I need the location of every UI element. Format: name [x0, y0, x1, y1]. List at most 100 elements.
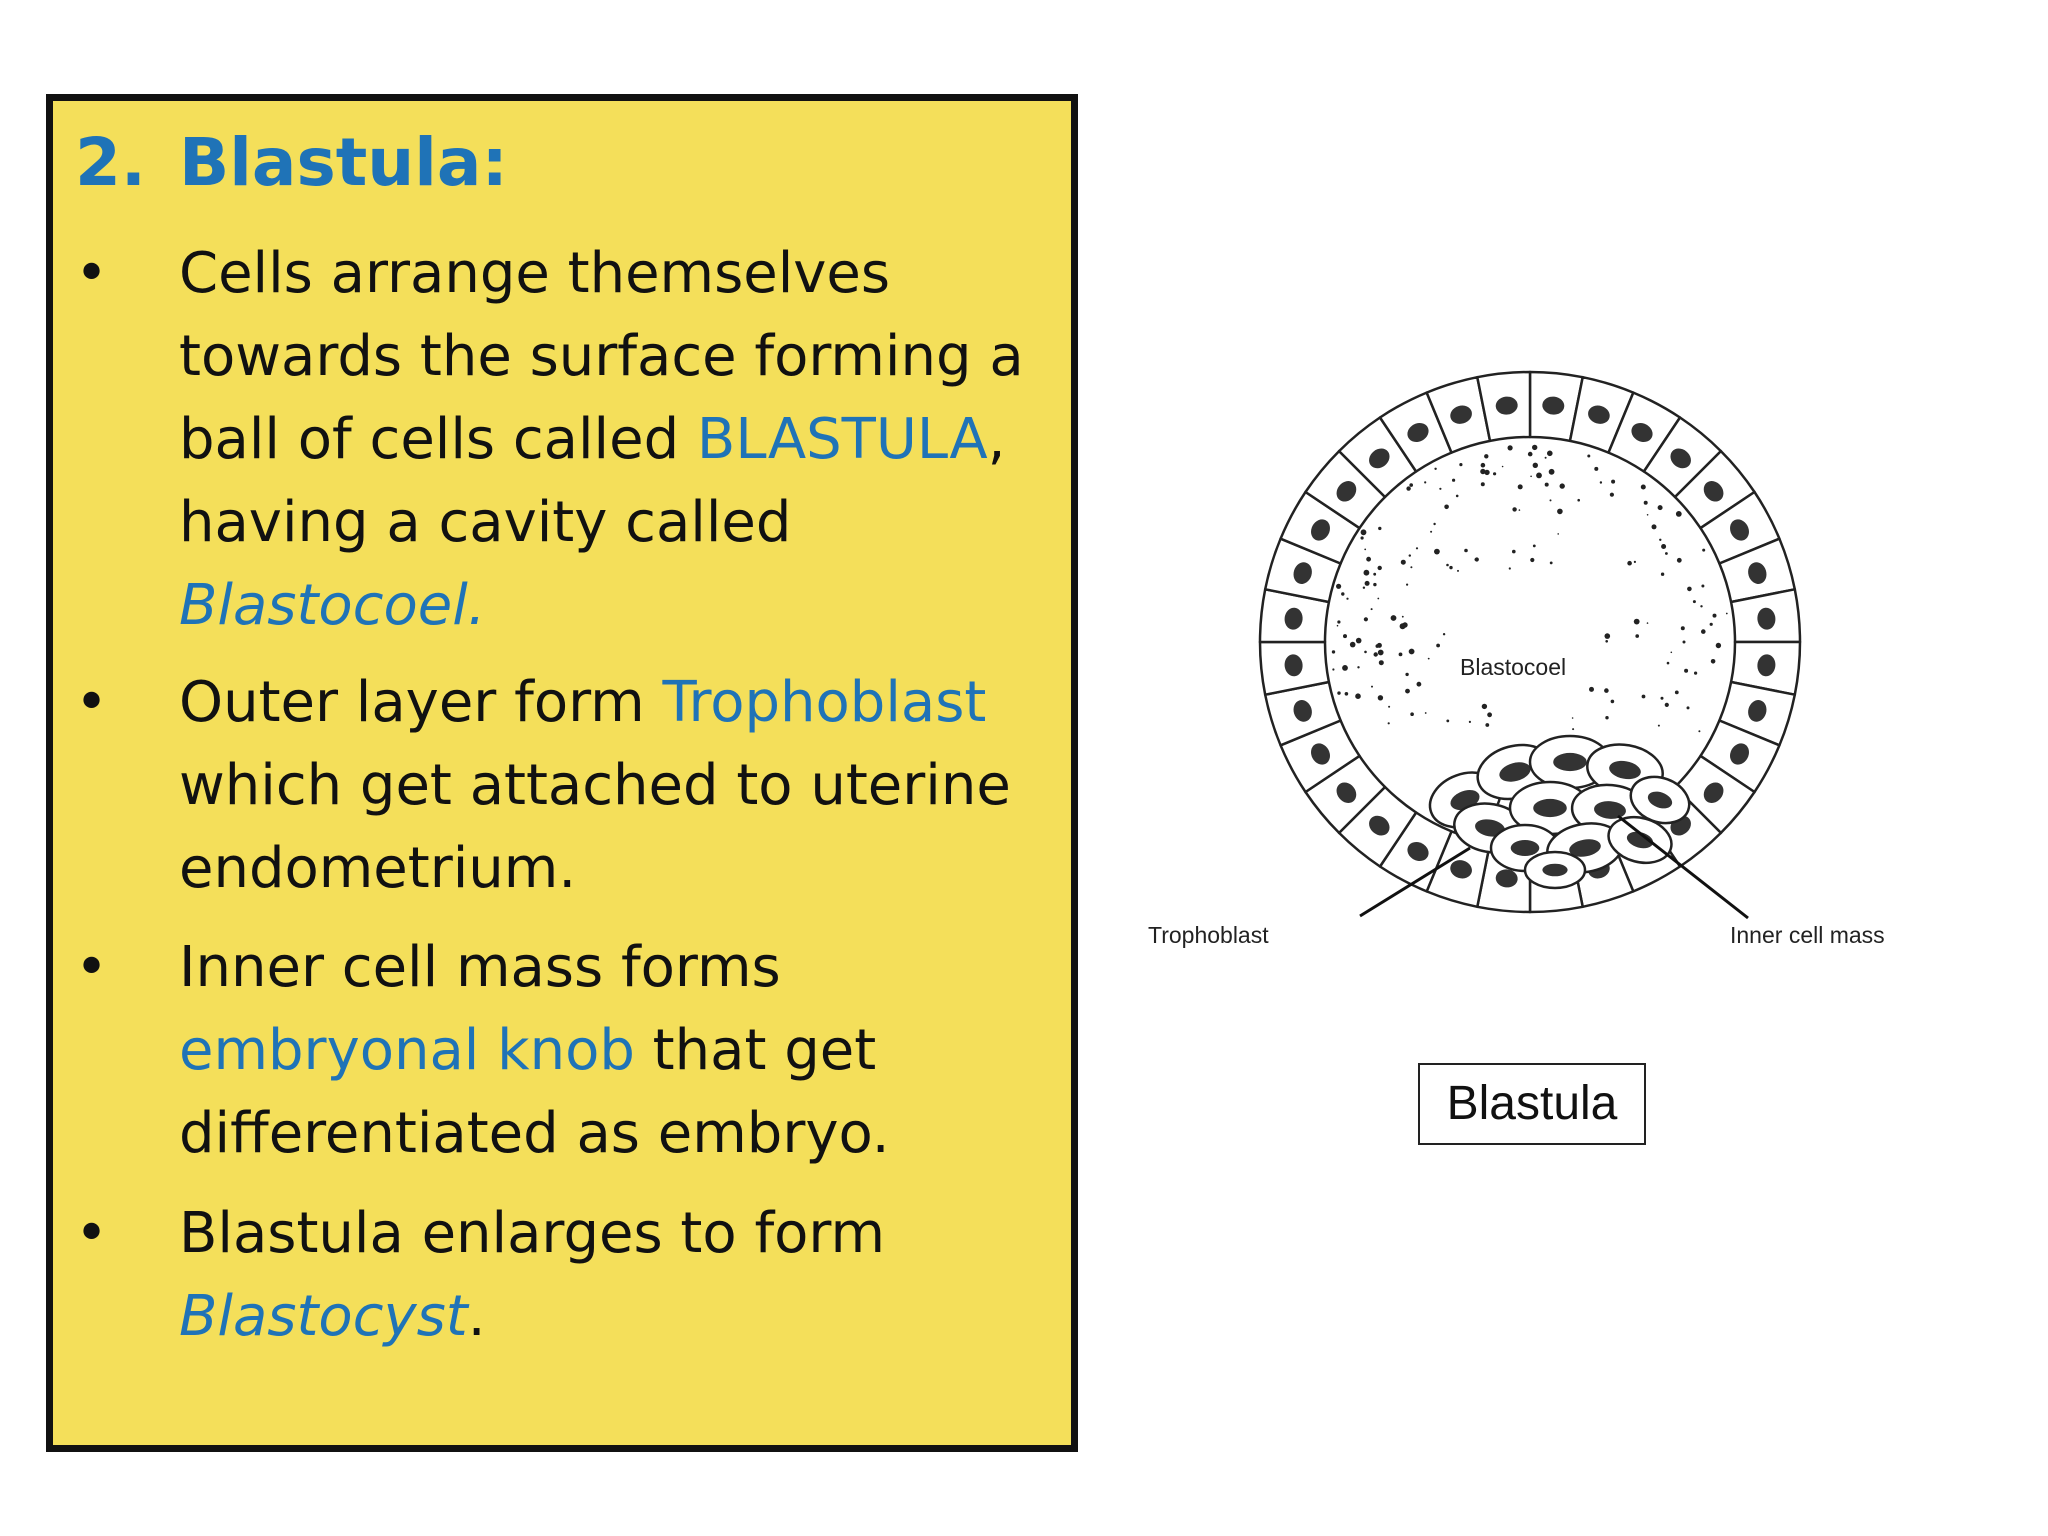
text-run: which get attached to uterine endometriu…: [179, 753, 1011, 901]
blastula-illustration: [1258, 370, 1802, 920]
granule-dot: [1337, 620, 1341, 624]
granule-dot: [1604, 633, 1611, 639]
granule-dot: [1701, 629, 1706, 634]
granule-dot: [1676, 557, 1682, 563]
heading-number: 2.: [75, 124, 146, 201]
granule-dot: [1434, 549, 1438, 553]
cell-nucleus: [1293, 562, 1312, 584]
heading-title: Blastula:: [179, 124, 508, 201]
granule-dot: [1527, 451, 1533, 457]
granule-dot: [1442, 633, 1446, 636]
granule-dot: [1675, 511, 1682, 517]
granule-dot: [1378, 526, 1382, 531]
granule-dot: [1725, 612, 1728, 615]
granule-dot: [1682, 640, 1686, 644]
blastocoel-label: Blastocoel: [1460, 654, 1567, 680]
granule-dot: [1643, 500, 1648, 505]
slide-heading: 2. Blastula:: [75, 123, 508, 202]
granule-dot: [1661, 544, 1667, 549]
granule-dot: [1507, 445, 1513, 451]
granule-dot: [1536, 472, 1542, 479]
granule-dot: [1571, 717, 1574, 719]
granule-dot: [1371, 685, 1373, 688]
granule-dot: [1400, 559, 1406, 565]
granule-dot: [1547, 450, 1553, 457]
cell-nucleus: [1703, 481, 1724, 502]
granule-dot: [1572, 728, 1575, 731]
cell-nucleus: [1542, 396, 1565, 415]
granule-dot: [1457, 569, 1459, 572]
granule-dot: [1480, 462, 1486, 468]
granule-dot: [1416, 681, 1422, 687]
granule-dot: [1459, 463, 1463, 467]
granule-dot: [1377, 695, 1384, 701]
inner-cell-mass-pointer-line: [1617, 814, 1749, 920]
granule-dot: [1346, 597, 1349, 600]
granule-dot: [1599, 481, 1603, 484]
cell-nucleus: [1450, 860, 1472, 879]
granule-dot: [1424, 481, 1427, 484]
granule-dot: [1446, 563, 1449, 567]
highlight-italic-run: Blastocoel.: [179, 573, 486, 638]
granule-dot: [1377, 597, 1380, 600]
granule-dot: [1377, 565, 1382, 571]
granule-dot: [1424, 712, 1427, 714]
bullet-marker: •: [75, 241, 109, 306]
cell-nucleus: [1748, 562, 1767, 584]
cell-nucleus: [1631, 423, 1653, 442]
granule-dot: [1660, 572, 1665, 576]
granule-dot: [1355, 637, 1362, 644]
granule-dot: [1657, 505, 1663, 511]
highlight-run: embryonal knob: [179, 1018, 635, 1083]
granule-dot: [1390, 615, 1397, 621]
granule-dot: [1401, 615, 1404, 618]
bullet-text: Cells arrange themselves towards the sur…: [179, 232, 1059, 647]
granule-dot: [1604, 688, 1609, 693]
granule-dot: [1377, 649, 1384, 656]
granule-dot: [1641, 694, 1646, 699]
granule-dot: [1611, 479, 1616, 484]
cell-nucleus: [1670, 448, 1691, 469]
granule-dot: [1605, 640, 1608, 643]
granule-dot: [1485, 723, 1490, 727]
bullet-text: Outer layer form Trophoblast which get a…: [179, 661, 1059, 910]
trophoblast-label: Trophoblast: [1148, 922, 1269, 948]
granule-dot: [1594, 466, 1599, 471]
granule-dot: [1680, 626, 1685, 631]
cell-nucleus: [1369, 815, 1390, 836]
granule-dot: [1415, 547, 1419, 550]
highlight-italic-run: Blastocyst: [179, 1284, 468, 1349]
granule-dot: [1336, 624, 1339, 627]
granule-dot: [1406, 583, 1409, 586]
granule-dot: [1398, 652, 1403, 657]
granule-dot: [1406, 486, 1411, 491]
cell-nucleus: [1284, 607, 1303, 630]
granule-dot: [1480, 468, 1486, 475]
inner-cell-mass-cells: [1428, 734, 1691, 890]
granule-dot: [1687, 586, 1692, 592]
granule-dot: [1332, 668, 1335, 671]
granule-dot: [1366, 556, 1371, 562]
granule-dot: [1433, 522, 1436, 526]
granule-dot: [1349, 641, 1356, 648]
granule-dot: [1664, 702, 1669, 707]
cell-nucleus: [1284, 654, 1303, 677]
cell-nucleus: [1748, 700, 1767, 722]
granule-dot: [1665, 552, 1668, 555]
cell-nucleus: [1450, 405, 1472, 424]
bullet-marker: •: [75, 935, 109, 1000]
granule-dot: [1692, 600, 1696, 604]
cell-nucleus: [1533, 798, 1567, 818]
granule-dot: [1627, 560, 1632, 566]
granule-dot: [1364, 580, 1370, 586]
granule-dot: [1370, 608, 1373, 611]
diagram-caption: Blastula: [1418, 1063, 1646, 1145]
cell-nucleus: [1499, 762, 1531, 782]
granule-dot: [1549, 561, 1553, 565]
granule-dot: [1409, 483, 1413, 487]
granule-dot: [1405, 688, 1410, 694]
granule-dot: [1408, 554, 1411, 557]
granule-dot: [1455, 494, 1459, 498]
granule-dot: [1474, 557, 1479, 562]
granule-dot: [1646, 514, 1649, 516]
